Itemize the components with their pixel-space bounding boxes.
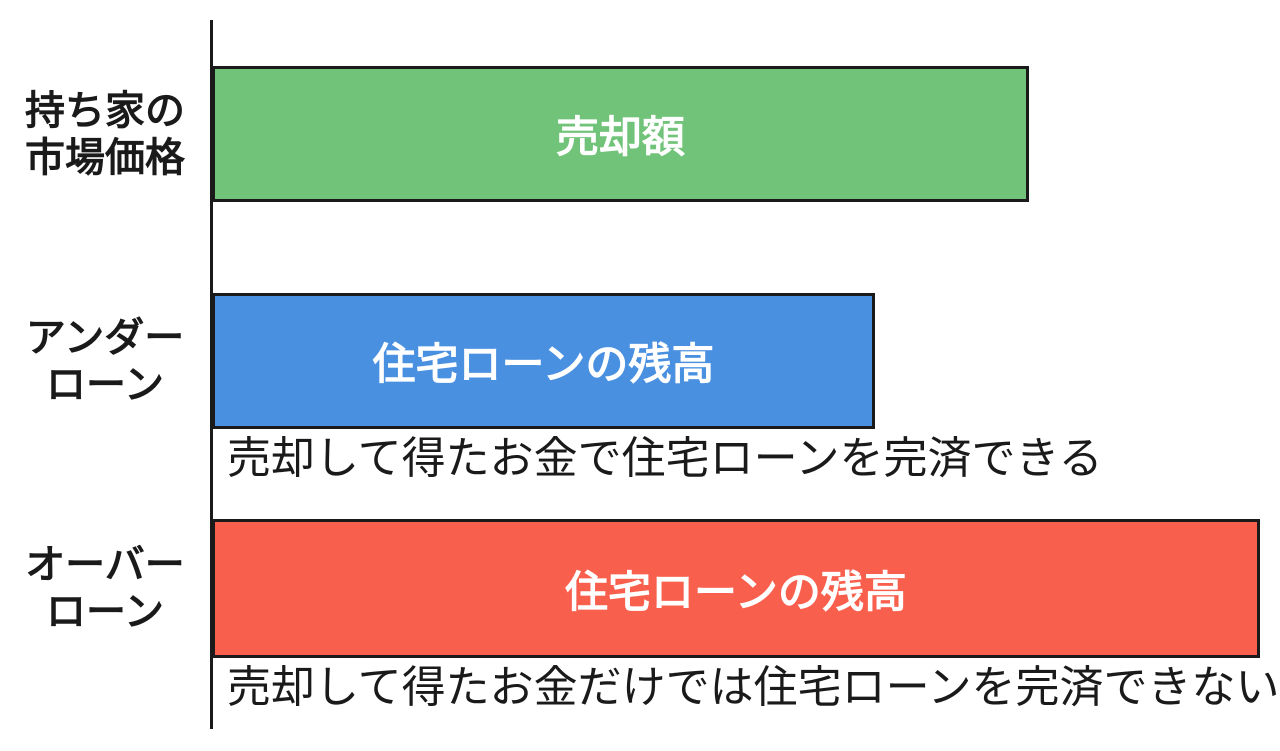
category-label-line: 持ち家の <box>25 89 185 133</box>
category-label-overloan: オーバー ローン <box>0 542 210 636</box>
y-axis-line <box>210 20 213 729</box>
bar-mortgage-balance-overloan: 住宅ローンの残高 <box>212 519 1260 658</box>
annotation-underloan: 売却して得たお金で住宅ローンを完済できる <box>227 434 1103 483</box>
category-label-market-price: 持ち家の 市場価格 <box>0 88 210 182</box>
bar-label-mortgage-balance: 住宅ローンの残高 <box>565 568 907 617</box>
category-label-underloan: アンダー ローン <box>0 315 210 409</box>
category-label-line: オーバー <box>25 543 185 587</box>
category-label-line: ローン <box>46 590 164 634</box>
category-label-line: アンダー <box>25 316 185 360</box>
bar-sale-amount: 売却額 <box>212 66 1029 202</box>
category-label-line: 市場価格 <box>25 136 185 180</box>
bar-label-sale-amount: 売却額 <box>556 114 685 162</box>
bar-label-mortgage-balance: 住宅ローンの残高 <box>372 341 715 389</box>
annotation-overloan: 売却して得たお金だけでは住宅ローンを完済できない <box>227 663 1280 712</box>
category-label-line: ローン <box>46 363 164 407</box>
bar-mortgage-balance-underloan: 住宅ローンの残高 <box>212 293 875 429</box>
